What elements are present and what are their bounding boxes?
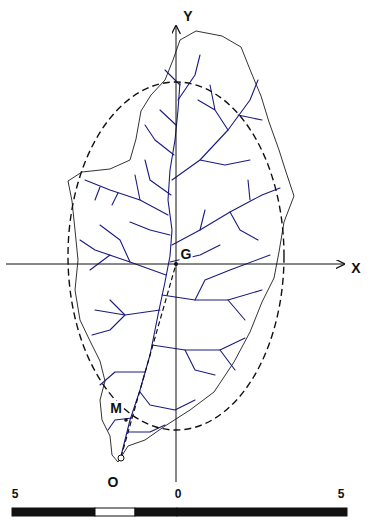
watershed-boundary [68,31,294,462]
outlet-centroid-line [121,264,176,457]
point-m [124,418,128,422]
axis-label: X [351,261,360,275]
point-label: G [180,247,193,261]
scale-bar [12,508,347,516]
centroid-point [174,262,178,266]
point-label: O [107,475,120,489]
y-axis [176,26,177,482]
scale-number: 5 [338,488,345,500]
stream-network [80,55,280,456]
scale-number: 5 [12,488,19,500]
scale-number: 0 [175,488,182,500]
outlet-point [118,455,124,461]
point-label: M [109,401,123,415]
axis-label: Y [183,9,192,23]
